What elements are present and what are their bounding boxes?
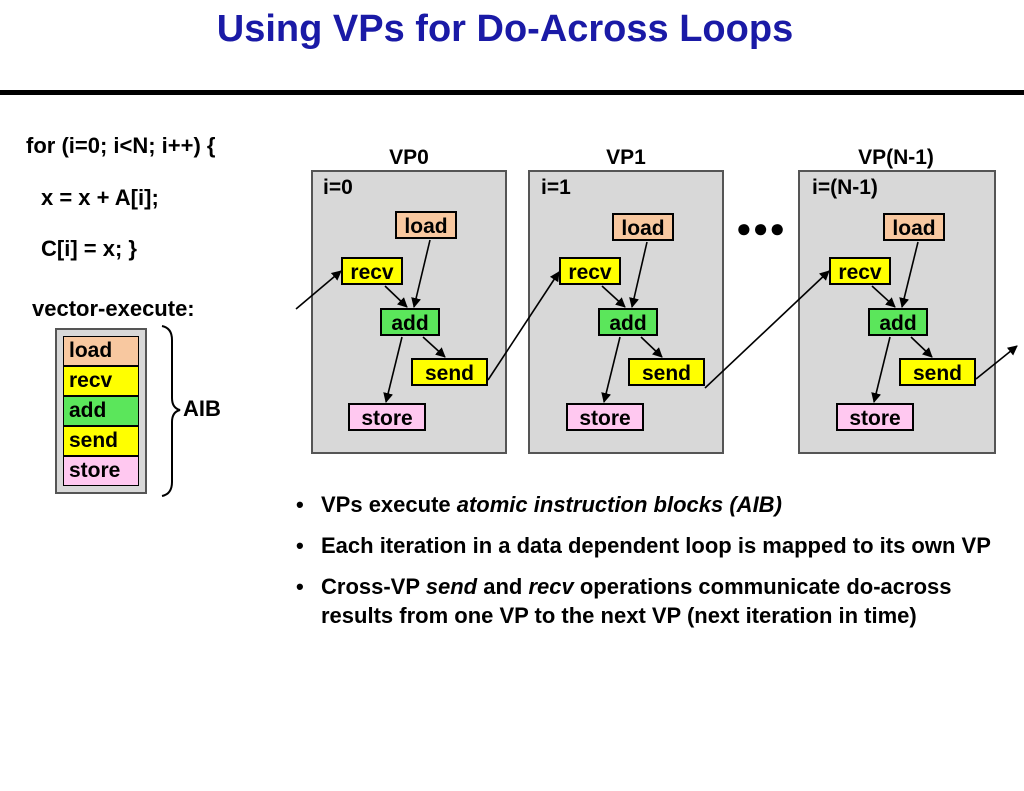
bullet-item-2: • Each iteration in a data dependent loop…	[296, 531, 1016, 560]
bullet-item-3: • Cross-VP send and recv operations commu…	[296, 572, 1016, 630]
arrow-vp1-add-store	[601, 336, 621, 403]
vp-title-1: VP1	[606, 146, 646, 169]
code-line-c: C[i] = x; }	[41, 236, 137, 261]
vp1-load-op: load	[612, 213, 674, 241]
bullet-list: • VPs execute atomic instruction blocks (…	[296, 490, 1016, 642]
vp1-send-op: send	[628, 358, 705, 386]
aib-item-recv: recv	[63, 366, 139, 396]
bullet-item-1: • VPs execute atomic instruction blocks (…	[296, 490, 1016, 519]
vp0-send-op: send	[411, 358, 488, 386]
arrow-in-vp0-recv	[295, 270, 342, 310]
vpn1-recv-op: recv	[829, 257, 891, 285]
bullet-2-text: Each iteration in a data dependent loop …	[321, 533, 991, 558]
bullet-dot: •	[296, 533, 304, 558]
aib-item-load: load	[63, 336, 139, 366]
aib-brace	[161, 325, 181, 497]
vp1-store-op: store	[566, 403, 644, 431]
vp-title-n1: VP(N-1)	[858, 146, 934, 169]
bullet-3-text-post: operations communicate do-across results…	[321, 574, 952, 628]
code-line-x: x = x + A[i];	[41, 185, 159, 210]
arrow-vp0-recv-add	[384, 285, 408, 308]
vpn1-add-op: add	[868, 308, 928, 336]
bullet-3-text-mid: and	[477, 574, 529, 599]
vp0-store-op: store	[348, 403, 426, 431]
arrow-vpn1-send-out	[975, 345, 1018, 380]
vp0-load-op: load	[395, 211, 457, 239]
bullet-3-emphasis-send: send	[425, 574, 478, 599]
vp0-add-op: add	[380, 308, 440, 336]
vp-iter-1: i=1	[541, 176, 571, 199]
page-title: Using VPs for Do-Across Loops	[216, 8, 794, 50]
vpn1-store-op: store	[836, 403, 914, 431]
aib-item-store: store	[63, 456, 139, 486]
arrow-vp0-load-add	[411, 239, 431, 308]
vp-iter-0: i=0	[323, 176, 353, 199]
bullet-1-text: VPs execute	[321, 492, 457, 517]
arrow-vp1-recv-add	[601, 285, 626, 308]
vpn1-send-op: send	[899, 358, 976, 386]
arrow-vpn1-add-send	[910, 336, 933, 358]
aib-item-send: send	[63, 426, 139, 456]
vector-execute-label: vector-execute:	[32, 296, 195, 321]
bullet-1-emphasis: atomic instruction blocks (AIB)	[456, 492, 782, 517]
arrow-vpn1-add-store	[871, 336, 891, 403]
arrow-vpn1-load-add	[899, 241, 919, 308]
aib-block: load recv add send store	[55, 328, 147, 494]
vpn1-load-op: load	[883, 213, 945, 241]
arrow-vp0-add-store	[383, 336, 403, 403]
bullet-dot: •	[296, 574, 304, 599]
arrow-vp0-add-send	[422, 336, 446, 358]
vp-iter-n1: i=(N-1)	[812, 176, 878, 199]
vp1-recv-op: recv	[559, 257, 621, 285]
bullet-3-emphasis-recv: recv	[528, 574, 574, 599]
bullet-3-text-pre: Cross-VP	[321, 574, 426, 599]
ellipsis-dots: ●●●	[736, 213, 787, 243]
vp0-recv-op: recv	[341, 257, 403, 285]
vp-title-0: VP0	[389, 146, 429, 169]
title-divider	[0, 90, 1024, 95]
aib-brace-label: AIB	[183, 396, 221, 421]
arrow-vp1-send-vpn1-recv	[704, 270, 830, 389]
arrow-vp0-send-vp1-recv	[487, 271, 560, 381]
arrow-vpn1-recv-add	[871, 285, 896, 308]
arrow-vp1-load-add	[629, 241, 648, 308]
arrow-vp1-add-send	[640, 336, 663, 358]
vp1-add-op: add	[598, 308, 658, 336]
bullet-dot: •	[296, 492, 304, 517]
aib-item-add: add	[63, 396, 139, 426]
code-line-for: for (i=0; i<N; i++) {	[26, 133, 216, 158]
